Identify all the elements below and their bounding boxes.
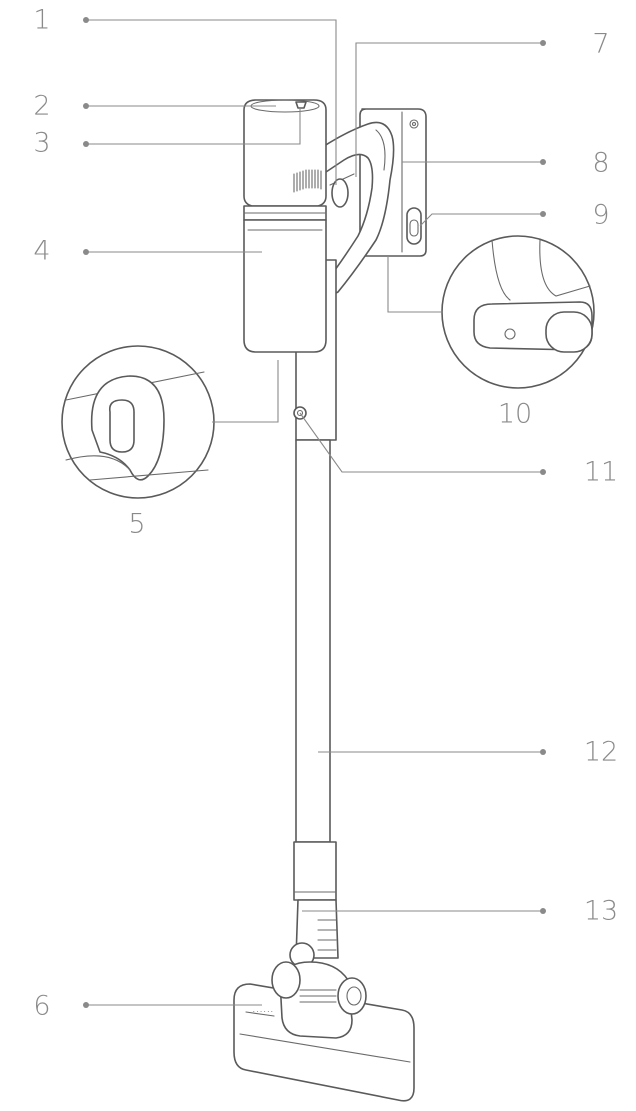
main-body [244, 100, 336, 440]
floor-head-neck [290, 842, 338, 967]
callout-2: 2 [33, 93, 50, 120]
callout-9: 9 [592, 202, 609, 229]
callout-3: 3 [33, 130, 50, 157]
callout-5: 5 [128, 511, 145, 538]
detail-view-5 [62, 346, 214, 498]
detail-view-10 [442, 236, 594, 388]
callout-4: 4 [33, 238, 50, 265]
callout-6: 6 [33, 993, 50, 1020]
callout-7: 7 [592, 31, 609, 58]
callout-1: 1 [33, 7, 50, 34]
floor-brush-head: ...... [234, 962, 414, 1101]
extension-tube [294, 407, 330, 842]
callout-11: 11 [584, 459, 618, 486]
callout-12: 12 [584, 739, 618, 766]
svg-text:......: ...... [252, 1007, 274, 1014]
callout-13: 13 [584, 898, 618, 925]
callout-10: 10 [498, 401, 532, 428]
callout-8: 8 [592, 150, 609, 177]
